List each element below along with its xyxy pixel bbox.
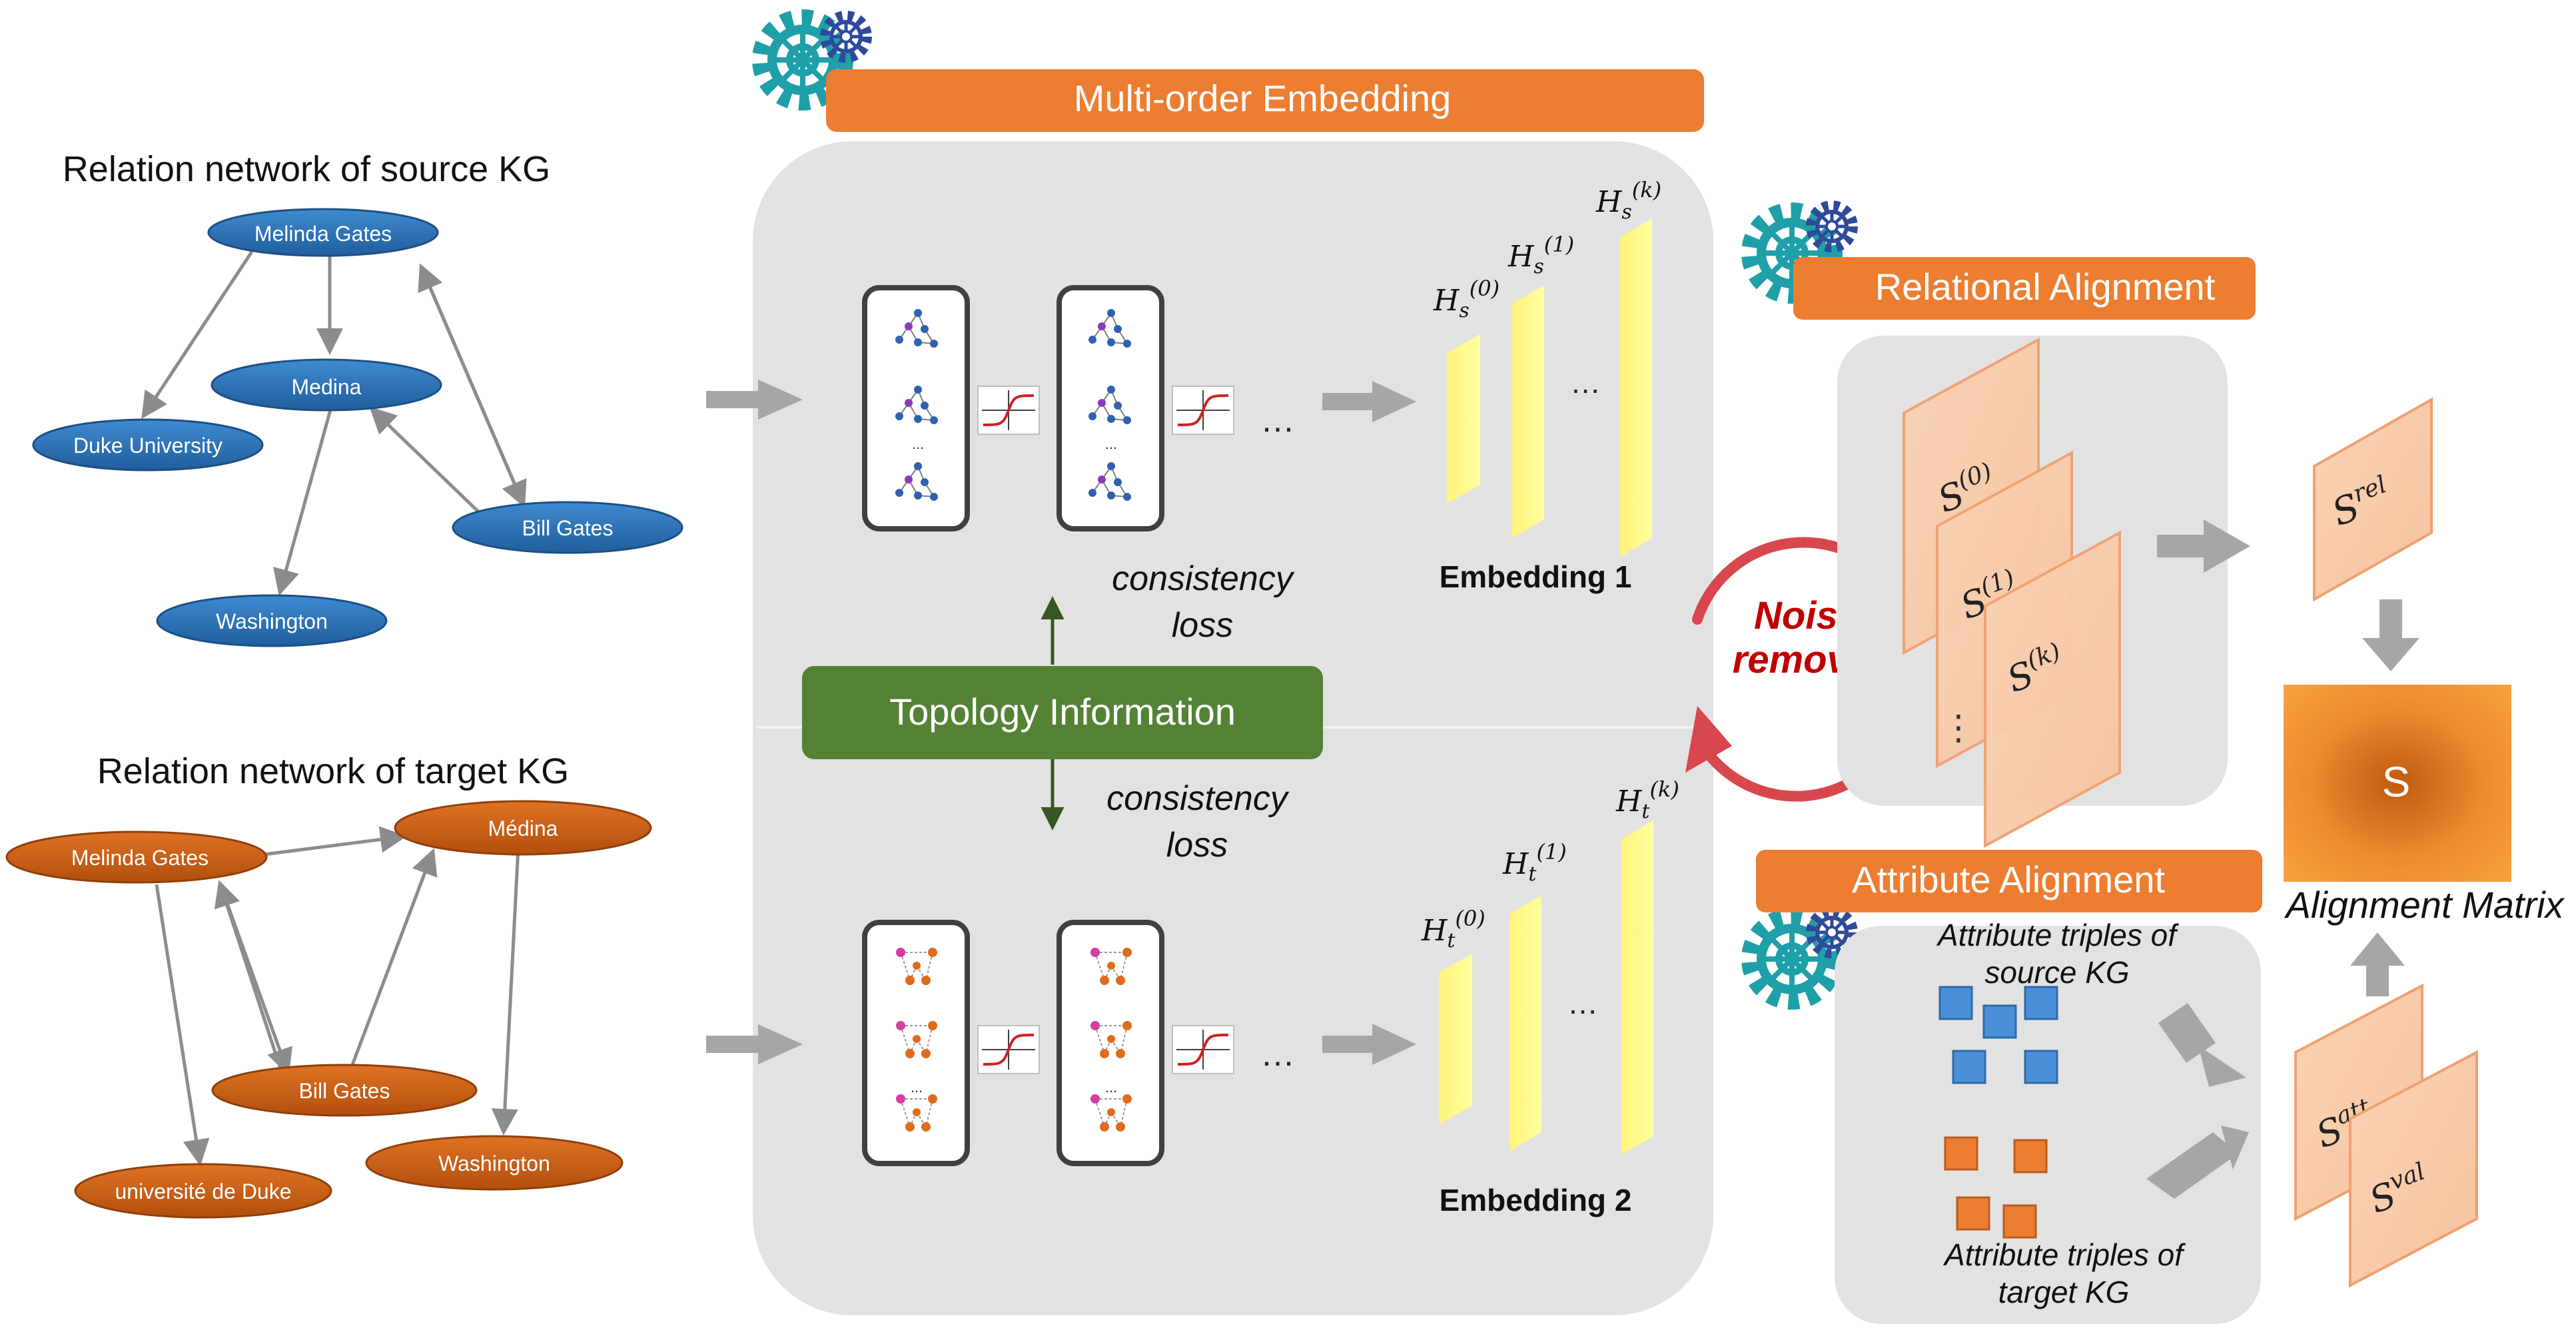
- arrow-icon: [2350, 932, 2405, 996]
- embedding-2-label: Embedding 2: [1440, 1183, 1632, 1217]
- svg-text:Hs(k): Hs(k): [1595, 177, 1661, 224]
- multi-order-embedding-label: Multi-order Embedding: [1074, 77, 1451, 119]
- target-bars-ellipsis: …: [1567, 986, 1598, 1020]
- svg-text:Washington: Washington: [438, 1152, 550, 1175]
- sigmoid-icon: [1171, 385, 1235, 436]
- sigmoid-icon: [977, 385, 1041, 436]
- svg-text:Medina: Medina: [292, 375, 362, 399]
- attr-source-label-2: source KG: [1984, 955, 2129, 990]
- svg-text:université de Duke: université de Duke: [115, 1179, 291, 1203]
- arrow-icon: [2158, 1003, 2246, 1087]
- target-node-duke: université de Duke: [74, 1163, 332, 1219]
- source-gnn-layer-1: ...: [862, 285, 970, 531]
- svg-text:Ht(0): Ht(0): [1421, 906, 1486, 952]
- arrow-icon: [2362, 599, 2419, 671]
- source-h1-label: Hs(1): [1507, 232, 1574, 278]
- alignment-matrix: [2284, 685, 2511, 882]
- source-node-medina: Medina: [211, 358, 442, 412]
- source-node-bill: Bill Gates: [452, 501, 683, 554]
- consistency-loss-top-2: loss: [1172, 606, 1233, 645]
- svg-text:...: ...: [1105, 436, 1117, 452]
- svg-text:...: ...: [912, 436, 924, 452]
- svg-text:Bill Gates: Bill Gates: [522, 516, 614, 540]
- target-h0-label: Ht(0): [1421, 906, 1486, 952]
- consistency-loss-bottom-2: loss: [1166, 826, 1228, 864]
- source-gnn-layer-2: ...: [1057, 285, 1164, 531]
- source-kg-edges: [141, 250, 527, 596]
- s-val-matrix: Sval: [2349, 1050, 2478, 1288]
- arrow-icon: [1322, 1024, 1416, 1065]
- arrow-icon: [1322, 381, 1416, 422]
- svg-text:Washington: Washington: [216, 609, 328, 633]
- embedding-1-label: Embedding 1: [1440, 559, 1632, 594]
- relational-slices-ellipsis: ⋮: [1941, 709, 1976, 747]
- source-node-duke: Duke University: [32, 418, 264, 472]
- svg-text:...: ...: [911, 1079, 923, 1096]
- topology-information-box: [802, 666, 1323, 759]
- source-node-washington: Washington: [156, 594, 388, 647]
- consistency-loss-bottom-1: consistency: [1106, 779, 1290, 818]
- relational-alignment-label: Relational Alignment: [1875, 266, 2216, 308]
- sigmoid-icon: [977, 1024, 1041, 1075]
- consistency-loss-top-1: consistency: [1112, 559, 1295, 598]
- arrow-icon: [2146, 1126, 2249, 1199]
- svg-text:Médina: Médina: [488, 817, 558, 840]
- attr-target-label-1: Attribute triples of: [1942, 1237, 2186, 1272]
- source-embedding-bars: [1447, 218, 1652, 557]
- source-node-melinda: Melinda Gates: [207, 208, 439, 257]
- relational-alignment-header: [1793, 257, 2256, 320]
- target-ellipsis: …: [1260, 1035, 1295, 1074]
- svg-text:Melinda Gates: Melinda Gates: [71, 846, 209, 870]
- target-node-melinda: Melinda Gates: [5, 831, 268, 884]
- alignment-matrix-label: Alignment Matrix: [2284, 884, 2565, 926]
- target-h1-label: Ht(1): [1502, 839, 1567, 886]
- svg-text:Ht(k): Ht(k): [1615, 777, 1679, 823]
- target-attribute-triples: [1944, 1136, 2048, 1239]
- svg-text:...: ...: [1105, 1079, 1117, 1096]
- target-node-bill: Bill Gates: [211, 1064, 478, 1117]
- attribute-alignment-panel: [1835, 926, 2261, 1324]
- target-node-washington: Washington: [365, 1135, 624, 1191]
- attribute-alignment-label: Attribute Alignment: [1852, 858, 2165, 900]
- source-h0-label: Hs(0): [1433, 276, 1500, 322]
- source-hk-label: Hs(k): [1595, 177, 1661, 224]
- svg-text:Hs(0): Hs(0): [1433, 276, 1500, 322]
- source-attribute-triples: [1938, 986, 2058, 1084]
- target-gnn-layer-2: ...: [1057, 920, 1164, 1166]
- target-hk-label: Ht(k): [1615, 777, 1679, 823]
- s-rel-matrix: Srel: [2313, 397, 2433, 602]
- svg-text:Hs(1): Hs(1): [1507, 232, 1574, 278]
- attribute-alignment-header: [1756, 850, 2262, 912]
- source-bars-ellipsis: …: [1570, 365, 1601, 400]
- arrow-icon: [706, 1024, 803, 1064]
- arrow-icon: [2157, 519, 2250, 573]
- relational-slice-k: S(k): [1984, 530, 2121, 848]
- svg-text:Melinda Gates: Melinda Gates: [254, 222, 392, 246]
- source-ellipsis: …: [1260, 401, 1295, 440]
- source-kg-title: Relation network of source KG: [63, 149, 550, 189]
- topology-information-label: Topology Information: [889, 691, 1236, 733]
- sigmoid-icon: [1171, 1024, 1235, 1075]
- arrow-icon: [706, 380, 803, 420]
- attr-source-label-1: Attribute triples of: [1936, 918, 2179, 952]
- svg-text:Bill Gates: Bill Gates: [299, 1079, 390, 1103]
- multi-order-embedding-header: [826, 69, 1704, 132]
- svg-text:Duke University: Duke University: [73, 434, 222, 458]
- target-embedding-bars: [1439, 821, 1653, 1155]
- alignment-matrix-letter: S: [2382, 758, 2411, 806]
- target-gnn-layer-1: ...: [862, 920, 970, 1166]
- target-node-medina: Médina: [394, 800, 652, 856]
- target-kg-edges: [155, 826, 520, 1166]
- attr-target-label-2: target KG: [1998, 1275, 2130, 1309]
- svg-text:Ht(1): Ht(1): [1502, 839, 1567, 886]
- target-kg-title: Relation network of target KG: [97, 751, 569, 791]
